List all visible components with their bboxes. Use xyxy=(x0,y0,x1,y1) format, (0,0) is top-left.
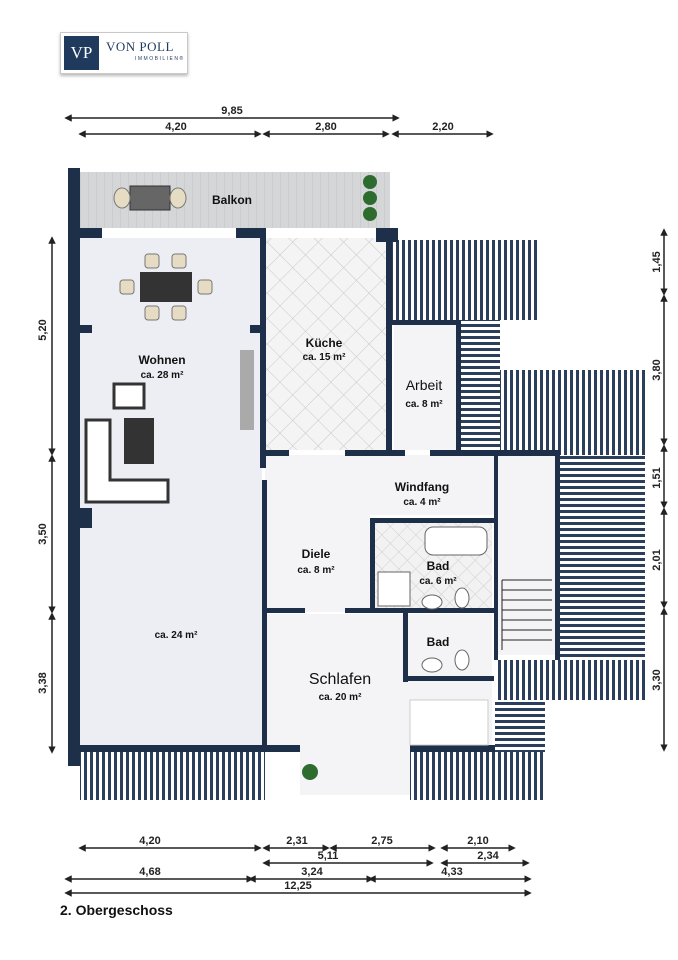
diele-label: Diele xyxy=(302,547,331,561)
dimension-lines-bottom xyxy=(64,844,532,897)
dim-top-1: 4,20 xyxy=(165,121,186,133)
stairs-floor xyxy=(497,515,555,655)
toilet-icon xyxy=(454,587,470,609)
dim-bottom-5: 5,11 xyxy=(318,850,339,862)
wohnen-label: Wohnen xyxy=(138,353,185,367)
floor-label: 2. Obergeschoss xyxy=(60,902,173,918)
bad2-label: Bad xyxy=(427,635,450,649)
dim-left-3: 3,38 xyxy=(37,672,49,693)
windfang-floor xyxy=(265,455,555,515)
plant-icon xyxy=(363,191,377,205)
windfang-label: Windfang xyxy=(395,480,450,494)
dim-bottom-6: 2,34 xyxy=(477,850,499,862)
dim-bottom-3: 2,75 xyxy=(371,835,392,847)
sink-icon xyxy=(421,594,443,610)
logo-mark: VP xyxy=(64,36,99,70)
plant-icon xyxy=(302,764,318,780)
balcony-table xyxy=(113,185,187,211)
sink-icon xyxy=(421,657,443,673)
sofa xyxy=(84,382,170,504)
dim-left-2: 3,50 xyxy=(37,523,49,544)
dim-bottom-7: 4,68 xyxy=(139,866,160,878)
dim-left-1: 5,20 xyxy=(37,319,49,340)
dim-right-5: 3,30 xyxy=(651,669,663,690)
lower-room-area: ca. 24 m² xyxy=(155,630,198,641)
dim-bottom-1: 4,20 xyxy=(139,835,160,847)
schlafen-area: ca. 20 m² xyxy=(319,692,362,703)
plant-icon xyxy=(363,207,377,221)
bed xyxy=(409,699,489,746)
dimension-lines-top xyxy=(64,114,494,138)
arbeit-floor xyxy=(394,324,458,450)
bathtub xyxy=(424,526,488,556)
kueche-floor xyxy=(265,238,390,450)
dim-top-2: 2,80 xyxy=(315,121,336,133)
windfang-area: ca. 4 m² xyxy=(403,497,441,508)
stairs xyxy=(501,579,552,650)
plant-icon xyxy=(363,175,377,189)
schlafen-label: Schlafen xyxy=(309,671,371,688)
walls xyxy=(68,168,560,766)
dim-right-4: 2,01 xyxy=(651,549,663,570)
dim-right-1: 1,45 xyxy=(651,251,663,272)
bad1-area: ca. 6 m² xyxy=(419,576,457,587)
diele-floor xyxy=(265,515,370,612)
logo-sub: IMMOBILIEN® xyxy=(135,56,185,62)
dim-right-2: 3,80 xyxy=(651,359,663,380)
dim-top-total: 9,85 xyxy=(221,105,242,117)
dim-bottom-2: 2,31 xyxy=(286,835,307,847)
kueche-label: Küche xyxy=(306,336,343,350)
von-poll-logo: VP VON POLL IMMOBILIEN® xyxy=(60,32,188,74)
dim-bottom-8: 3,24 xyxy=(301,866,323,878)
bad1-label: Bad xyxy=(427,559,450,573)
logo-name: VON POLL xyxy=(106,39,174,54)
arbeit-area: ca. 8 m² xyxy=(405,399,443,410)
balkon-label: Balkon xyxy=(212,193,252,207)
wohnen-area: ca. 28 m² xyxy=(141,370,184,381)
tv-unit xyxy=(240,350,254,430)
arbeit-label: Arbeit xyxy=(406,377,443,393)
kueche-area: ca. 15 m² xyxy=(303,352,346,363)
dim-bottom-4: 2,10 xyxy=(467,835,488,847)
dim-right-3: 1,51 xyxy=(651,467,663,488)
balcony-door-area xyxy=(300,750,410,795)
dining-table xyxy=(119,253,213,321)
roof-areas xyxy=(80,240,645,800)
toilet-icon xyxy=(454,649,470,671)
shower xyxy=(377,571,411,607)
dim-top-3: 2,20 xyxy=(432,121,453,133)
dim-bottom-9: 4,33 xyxy=(441,866,462,878)
diele-area: ca. 8 m² xyxy=(297,565,335,576)
dim-bottom-total: 12,25 xyxy=(284,880,312,892)
